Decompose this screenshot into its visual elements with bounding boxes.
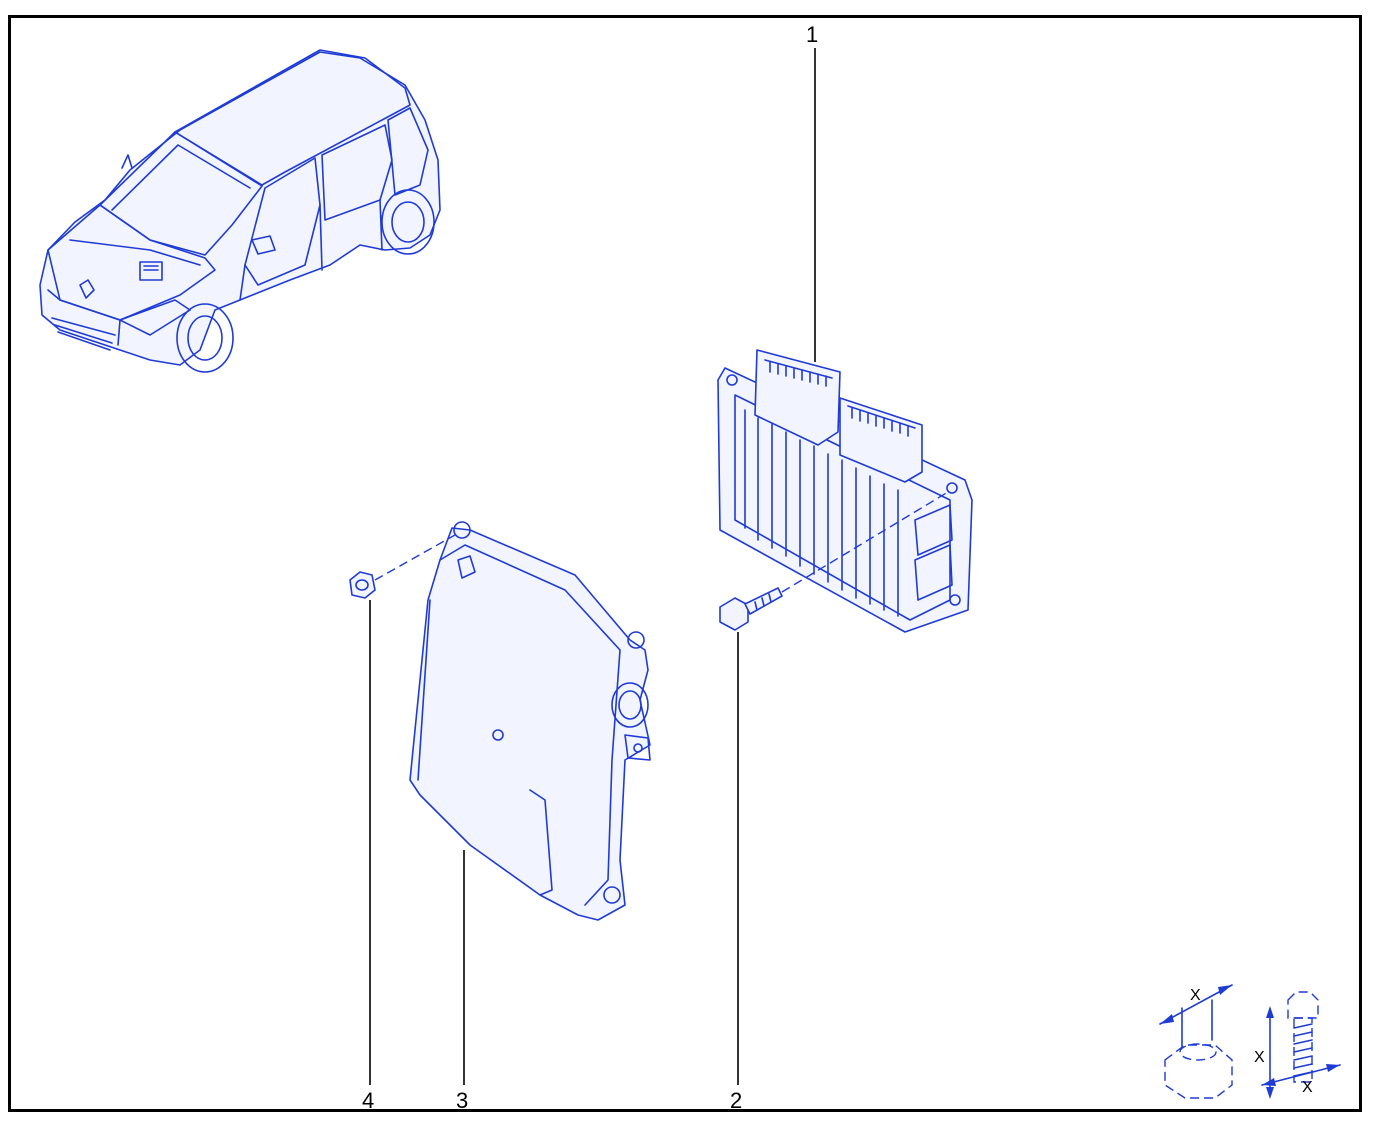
- callout-4[interactable]: 4: [362, 1088, 375, 1113]
- bolt-length-label: X: [1254, 1049, 1265, 1066]
- bolt-tightening-symbol: [1261, 991, 1341, 1099]
- vehicle-illustration: [39, 49, 441, 373]
- bolt-dimension-label: X: [1302, 1079, 1313, 1096]
- callout-1[interactable]: 1: [806, 22, 819, 47]
- protective-cover-part[interactable]: [409, 521, 651, 921]
- callout-2[interactable]: 2: [730, 1088, 743, 1113]
- nut-part[interactable]: [349, 571, 376, 599]
- callout-3[interactable]: 3: [456, 1088, 469, 1113]
- screw-part[interactable]: [719, 587, 783, 631]
- ecu-computer-part[interactable]: [717, 349, 973, 633]
- nut-tightening-symbol: [1159, 984, 1233, 1099]
- nut-fastening-axis-line: [374, 534, 456, 581]
- nut-dimension-label: X: [1190, 987, 1201, 1004]
- fastening-axis-line: [781, 491, 949, 593]
